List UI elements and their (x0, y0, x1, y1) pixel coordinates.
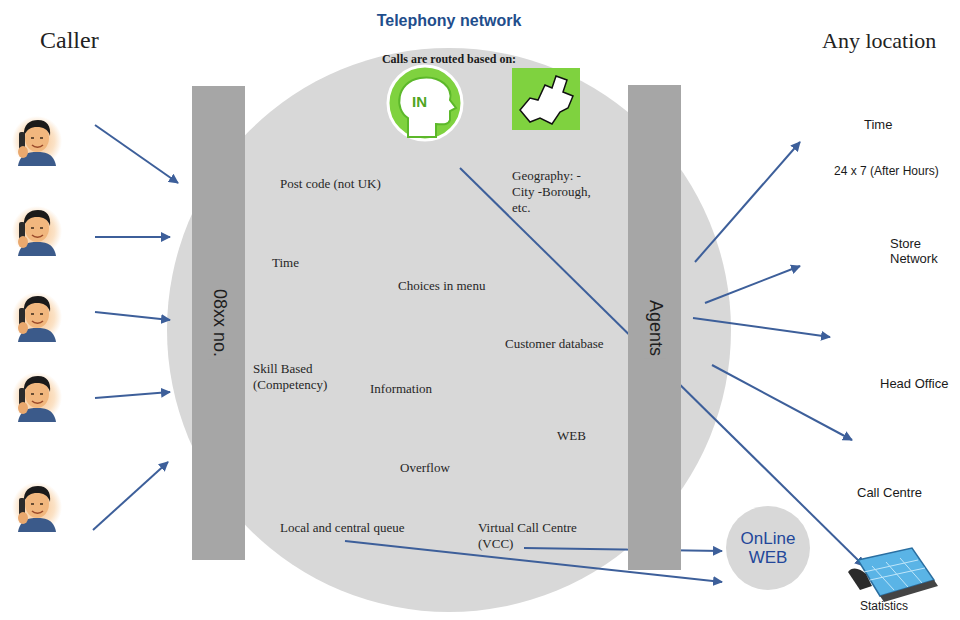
caller-photo (12, 372, 62, 422)
caller-arrow (93, 462, 168, 530)
location-label: 24 x 7 (After Hours) (834, 164, 939, 178)
routing-criterion: Customer database (503, 336, 606, 352)
location-label: Store Network (890, 236, 950, 266)
online-web-circle: OnLine WEB (726, 506, 810, 590)
location-label: Head Office (880, 376, 948, 391)
statistics-icon (848, 548, 938, 602)
routing-criterion: Choices in menu (398, 278, 485, 294)
node-title: OnLine WEB (737, 529, 799, 567)
routing-criterion: WEB (557, 428, 586, 444)
icon-label: IN (412, 93, 427, 110)
routing-criterion: Post code (not UK) (280, 176, 381, 192)
node-title: Agents (644, 296, 665, 358)
caller-arrow (95, 392, 170, 398)
routing-criterion: Time (272, 255, 299, 271)
number-band: 08xx no. (192, 86, 245, 560)
route-arrow (712, 365, 852, 440)
routing-criterion: Local and central queue (280, 520, 405, 536)
map-icon (512, 68, 580, 130)
routing-criterion: Overflow (400, 460, 450, 476)
node-title: 08xx no. (208, 286, 229, 360)
routing-criterion: Skill Based (Competency) (253, 361, 353, 393)
icon-label: Statistics (860, 599, 908, 613)
agents-band: Agents (628, 85, 681, 570)
caller-arrow (95, 236, 170, 238)
caller-photo (12, 116, 62, 166)
node-subtitle: Calls are routed based on: (167, 52, 731, 67)
in-icon (388, 66, 462, 140)
caller-photo (12, 482, 62, 532)
node-title: Telephony network (167, 12, 731, 30)
column-heading: Any location (822, 28, 936, 54)
routing-criterion: Virtual Call Centre (VCC) (478, 520, 608, 552)
location-label: Time (864, 117, 892, 132)
caller-arrow (95, 312, 170, 320)
route-arrow (695, 142, 800, 262)
routing-criterion: Information (370, 381, 432, 397)
location-label: Call Centre (857, 485, 922, 500)
column-heading: Caller (40, 26, 99, 55)
caller-photo (12, 292, 62, 342)
caller-photo (12, 206, 62, 256)
routing-criterion: Geography: -City -Borough, etc. (510, 168, 594, 216)
caller-arrow (95, 125, 178, 183)
